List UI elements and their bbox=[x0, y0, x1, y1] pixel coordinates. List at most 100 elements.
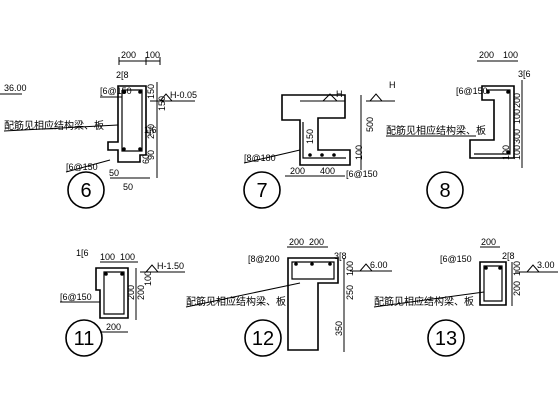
bar-callout: 1[6 bbox=[76, 248, 89, 258]
bar-callout: 2[8 bbox=[502, 251, 515, 261]
rebar-dot bbox=[122, 90, 126, 94]
rebar-stirrup bbox=[121, 89, 143, 152]
leader-line bbox=[373, 291, 485, 308]
dimension-text: 200 bbox=[121, 50, 136, 60]
dimension-text: 200 bbox=[136, 285, 146, 300]
dimension-text: 250 bbox=[345, 285, 355, 300]
stirrup-callout: [6@150 bbox=[456, 86, 488, 96]
dimension-text: 200 bbox=[290, 166, 305, 176]
rebar-dot bbox=[486, 90, 490, 94]
beam-section bbox=[281, 94, 351, 166]
rebar-stirrup bbox=[483, 265, 503, 302]
stirrup-callout: [6@150 bbox=[66, 162, 98, 172]
dimension-text: 50 bbox=[123, 182, 133, 192]
detail-number: 11 bbox=[74, 328, 95, 350]
parapet-section bbox=[469, 85, 515, 159]
leader-line bbox=[185, 282, 301, 308]
dimension-text: 100 bbox=[503, 50, 518, 60]
dimension-text: 200 bbox=[126, 285, 136, 300]
detail-number-circle bbox=[426, 171, 464, 209]
rebar-dot bbox=[308, 153, 312, 157]
dimension-text: 100 bbox=[512, 145, 522, 160]
bar-callout: 1[6 bbox=[144, 125, 157, 135]
dimension-text: 100 bbox=[354, 145, 364, 160]
dimension-text: 90 bbox=[146, 150, 156, 160]
rebar-dot bbox=[294, 262, 298, 266]
rebar-dot bbox=[498, 266, 502, 270]
dimension-text: 100 bbox=[100, 252, 115, 262]
detail-number: 6 bbox=[80, 180, 91, 202]
leader-line bbox=[65, 159, 111, 173]
rebar-dot bbox=[328, 262, 332, 266]
detail-number: 8 bbox=[439, 180, 450, 202]
dimension-text: 200 bbox=[309, 237, 324, 247]
dimension-text: 500 bbox=[365, 117, 375, 132]
detail-number: 7 bbox=[256, 180, 267, 202]
rebar-dot bbox=[506, 90, 510, 94]
stirrup-callout: [8@180 bbox=[244, 153, 276, 163]
detail-12: 200 200 [8@200 3[8 6.00 100 250 350 配筋见相… bbox=[185, 237, 392, 357]
detail-number-circle bbox=[65, 319, 103, 357]
stirrup-callout: [6@150 bbox=[346, 169, 378, 179]
parapet-section bbox=[479, 261, 507, 306]
dimension-text: 100 bbox=[345, 261, 355, 276]
dimension-text: 200 bbox=[512, 93, 522, 108]
detail-8: 200 100 3[6 [6@150 H 200 100 300 100 100… bbox=[366, 50, 531, 209]
dimension-text: 200 bbox=[289, 237, 304, 247]
rebar-dot bbox=[138, 147, 142, 151]
dimension-text: 300 bbox=[512, 129, 522, 144]
rebar-dot bbox=[104, 272, 108, 276]
stirrup-callout: [8@200 bbox=[248, 254, 280, 264]
rebar-stirrup bbox=[302, 122, 346, 159]
dimension-text: 100 bbox=[512, 109, 522, 124]
bar-callout: 2[8 bbox=[116, 70, 129, 80]
dimension-text: 250 bbox=[146, 124, 156, 139]
beam-section bbox=[287, 257, 339, 351]
rebar-dot bbox=[138, 90, 142, 94]
parapet-section bbox=[95, 267, 129, 319]
detail-number-circle bbox=[67, 171, 105, 209]
stirrup-callout: [6@150 bbox=[60, 292, 92, 302]
reinforcement-note: 配筋见相应结构梁、板 bbox=[4, 119, 104, 132]
stirrup-callout: [6@150 bbox=[100, 86, 132, 96]
reinforcement-note: 配筋见相应结构梁、板 bbox=[374, 295, 474, 308]
detail-6: 36.00 200 100 2[8 [6@150 H-0.05 150 150 … bbox=[0, 50, 197, 209]
dimension-text: 100 bbox=[512, 261, 522, 276]
leader-line bbox=[3, 124, 119, 132]
elevation-label: H-1.50 bbox=[157, 261, 184, 271]
dimension-text: 150 bbox=[146, 84, 156, 99]
detail-number-circle bbox=[243, 171, 281, 209]
rebar-stirrup bbox=[103, 271, 125, 315]
dimension-text: 350 bbox=[334, 321, 344, 336]
parapet-section bbox=[107, 85, 147, 163]
detail-7: H 150 500 100 [8@180 [6@150 200 400 7 bbox=[243, 89, 378, 209]
stirrup-callout: [6@150 bbox=[440, 254, 472, 264]
elevation-label: 6.00 bbox=[370, 260, 388, 270]
elevation-label: 3.00 bbox=[537, 260, 555, 270]
dimension-text: 100 bbox=[143, 271, 153, 286]
rebar-stirrup bbox=[474, 89, 511, 155]
reinforcement-note: 配筋见相应结构梁、板 bbox=[186, 295, 286, 308]
elevation-label: H bbox=[336, 89, 343, 99]
bar-callout: 3[8 bbox=[334, 251, 347, 261]
detail-number-circle bbox=[427, 319, 465, 357]
dimension-text: 400 bbox=[320, 166, 335, 176]
rebar-dot bbox=[122, 147, 126, 151]
leader-line bbox=[243, 149, 301, 164]
elevation-triangle bbox=[368, 93, 384, 102]
rebar-dot bbox=[310, 262, 314, 266]
dimension-text: 200 bbox=[512, 281, 522, 296]
rebar-stirrup bbox=[291, 261, 335, 280]
detail-11: 1[6 100 100 H-1.50 [6@150 200 200 100 20… bbox=[60, 248, 185, 357]
reinforcement-note: 配筋见相应结构梁、板 bbox=[386, 124, 486, 137]
elevation-label: H-0.05 bbox=[170, 90, 197, 100]
detail-13: 200 [6@150 2[8 3.00 200 100 配筋见相应结构梁、板 1… bbox=[373, 237, 558, 357]
rebar-dot bbox=[506, 150, 510, 154]
dimension-text: 150 bbox=[157, 96, 167, 111]
detail-number: 13 bbox=[435, 328, 457, 350]
dimension-text: 200 bbox=[106, 322, 121, 332]
dimension-text: 100 bbox=[120, 252, 135, 262]
dimension-text: 200 bbox=[479, 50, 494, 60]
detail-number-circle bbox=[244, 319, 282, 357]
